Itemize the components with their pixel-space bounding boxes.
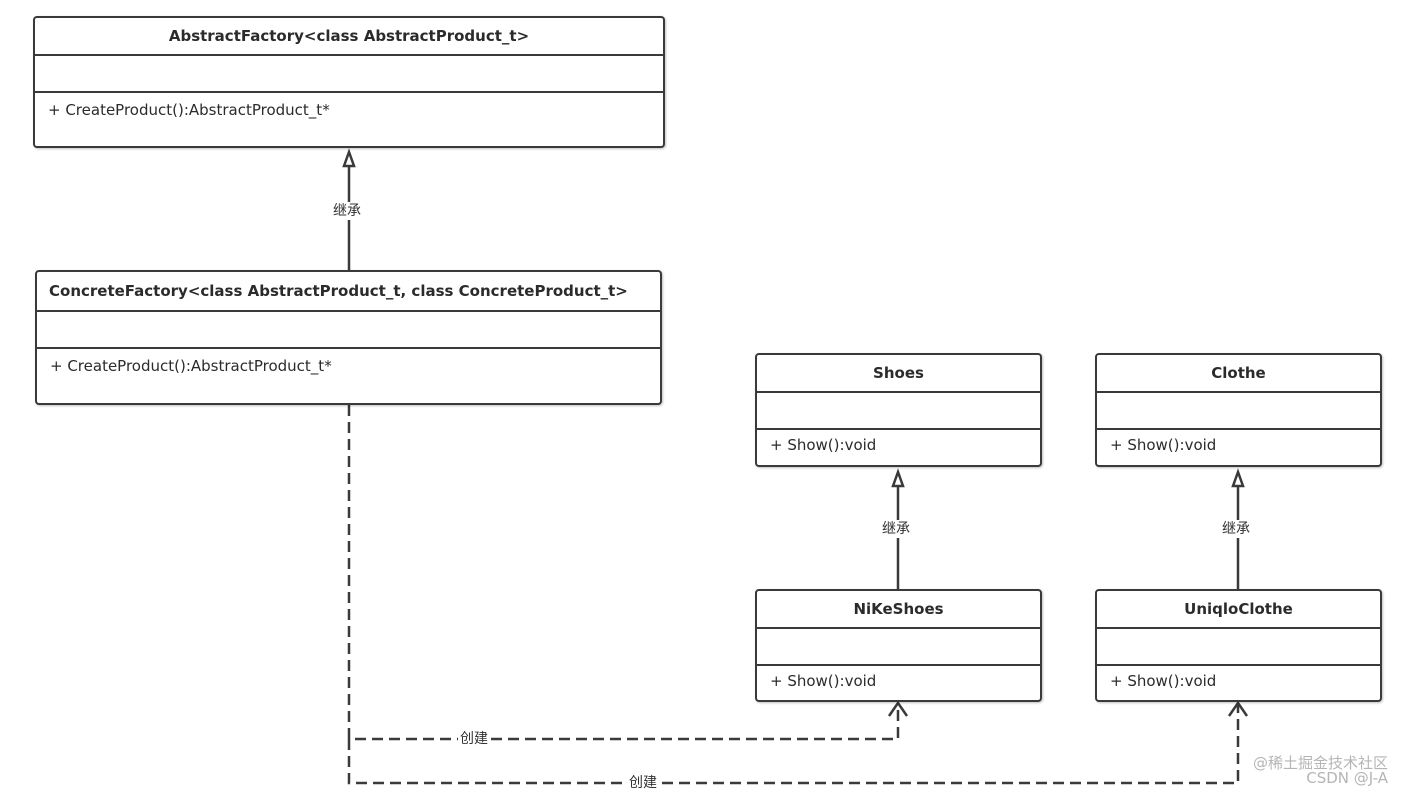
inherit-label-factory: 继承 [331, 202, 363, 220]
class-operation: + CreateProduct():AbstractProduct_t* [50, 357, 332, 375]
class-attributes-section [757, 393, 1040, 430]
class-operation: + Show():void [770, 672, 877, 690]
class-attributes-section [1097, 629, 1380, 666]
class-name: ConcreteFactory<class AbstractProduct_t,… [37, 272, 660, 312]
class-name: NiKeShoes [757, 591, 1040, 629]
class-attributes-section [35, 56, 663, 93]
class-name: Clothe [1097, 355, 1380, 393]
create-arrowhead-uniqloclothe [1227, 700, 1249, 717]
class-attributes-section [37, 312, 660, 349]
class-box-abstract-factory[interactable]: AbstractFactory<class AbstractProduct_t>… [33, 16, 665, 148]
inheritance-arrowhead-shoes [891, 468, 905, 488]
inheritance-arrowhead-clothe [1231, 468, 1245, 488]
class-operation: + Show():void [1110, 436, 1217, 454]
create-dependency-nikeshoes [347, 405, 900, 741]
watermark-line-1: @稀土掘金技术社区 [1252, 754, 1388, 772]
class-name: AbstractFactory<class AbstractProduct_t> [35, 18, 663, 56]
inherit-label-shoes: 继承 [880, 520, 912, 538]
class-operation: + CreateProduct():AbstractProduct_t* [48, 101, 330, 119]
class-operation: + Show():void [770, 436, 877, 454]
class-name: Shoes [757, 355, 1040, 393]
class-box-concrete-factory[interactable]: ConcreteFactory<class AbstractProduct_t,… [35, 270, 662, 405]
class-name: UniqloClothe [1097, 591, 1380, 629]
class-attributes-section [757, 629, 1040, 666]
watermark-line-2: CSDN @J-A [1306, 769, 1388, 787]
class-operation: + Show():void [1110, 672, 1217, 690]
create-dependency-uniqloclothe [347, 703, 1240, 785]
class-box-nikeshoes[interactable]: NiKeShoes + Show():void [755, 589, 1042, 702]
create-arrowhead-nikeshoes [887, 700, 909, 717]
class-box-uniqloclothe[interactable]: UniqloClothe + Show():void [1095, 589, 1382, 702]
create-label-nikeshoes: 创建 [458, 730, 490, 748]
inheritance-arrowhead-factory [342, 148, 356, 168]
class-attributes-section [1097, 393, 1380, 430]
create-label-uniqloclothe: 创建 [627, 774, 659, 792]
class-box-shoes[interactable]: Shoes + Show():void [755, 353, 1042, 467]
class-box-clothe[interactable]: Clothe + Show():void [1095, 353, 1382, 467]
inherit-label-clothe: 继承 [1220, 520, 1252, 538]
